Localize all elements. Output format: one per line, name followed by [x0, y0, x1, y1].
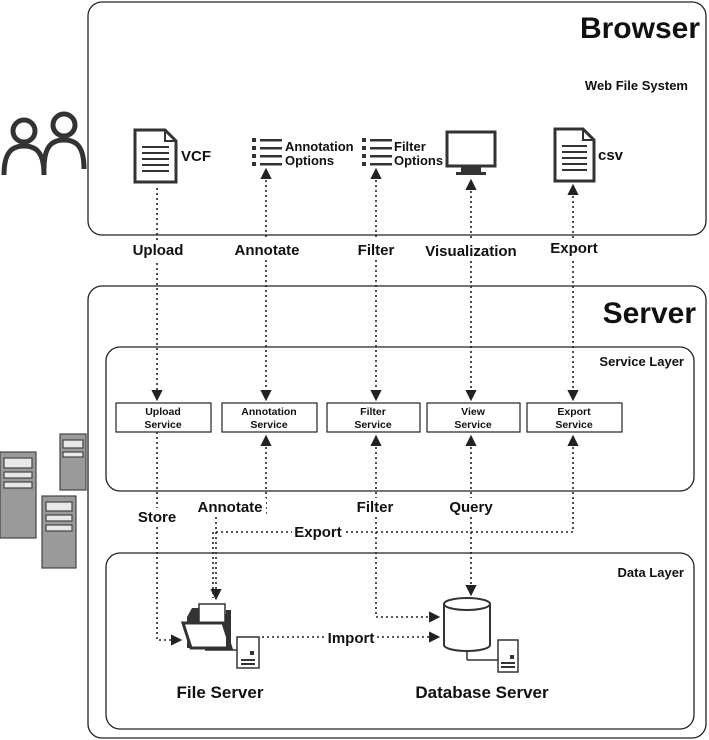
annotate-label: Annotate: [235, 242, 300, 259]
service-export-label-2: Service: [555, 419, 593, 431]
query-label: Query: [449, 499, 493, 516]
filter-flow-connector: [370, 434, 441, 623]
database-server-tower-icon: [466, 639, 519, 673]
vcf-document-icon: [133, 128, 178, 184]
service-annotation-label-2: Service: [250, 419, 288, 431]
vcf-label: VCF: [181, 148, 211, 165]
service-view: View Service: [426, 402, 521, 433]
service-view-label-2: Service: [454, 419, 492, 431]
store-label: Store: [138, 509, 176, 526]
service-filter-label-1: Filter: [360, 406, 386, 418]
export-label: Export: [550, 240, 598, 257]
service-annotation: Annotation Service: [221, 402, 318, 433]
filter-options-label-1: Filter: [394, 139, 426, 154]
filter-label: Filter: [358, 242, 395, 259]
csv-document-icon: [553, 127, 596, 183]
file-server-tower-icon: [205, 636, 260, 669]
server-towers-icon: [0, 433, 87, 569]
service-view-label-1: View: [461, 406, 486, 418]
web-file-system-label: Web File System: [585, 78, 688, 93]
filter-options-label-2: Options: [394, 153, 443, 168]
folder-icon: [180, 603, 234, 650]
service-filter-label-2: Service: [354, 419, 392, 431]
monitor-icon: [445, 130, 497, 175]
service-annotation-label-1: Annotation: [241, 406, 296, 418]
export-flow-label: Export: [294, 524, 342, 541]
database-icon: [443, 597, 491, 652]
file-server-label: File Server: [177, 683, 264, 702]
service-upload-label-2: Service: [144, 419, 182, 431]
filter-options-list-icon: [362, 138, 392, 166]
visualization-label: Visualization: [425, 243, 516, 260]
annotation-options-label-1: Annotation: [285, 139, 354, 154]
upload-label: Upload: [133, 242, 184, 259]
database-server-label: Database Server: [415, 683, 549, 702]
service-upload: Upload Service: [115, 402, 212, 433]
csv-label: csv: [598, 147, 624, 164]
service-layer-title: Service Layer: [599, 354, 684, 369]
service-filter: Filter Service: [326, 402, 421, 433]
browser-panel: [87, 1, 707, 236]
users-icon: [1, 111, 87, 176]
filter-flow-label: Filter: [357, 499, 394, 516]
annotate-flow-label: Annotate: [198, 499, 263, 516]
service-upload-label-1: Upload: [145, 406, 181, 418]
service-export-label-1: Export: [557, 406, 591, 418]
annotation-options-list-icon: [252, 138, 282, 166]
service-export: Export Service: [526, 402, 623, 433]
annotation-options-label-2: Options: [285, 153, 334, 168]
server-title: Server: [603, 297, 697, 330]
data-layer-title: Data Layer: [618, 565, 684, 580]
browser-title: Browser: [580, 12, 700, 45]
import-label: Import: [328, 630, 375, 647]
